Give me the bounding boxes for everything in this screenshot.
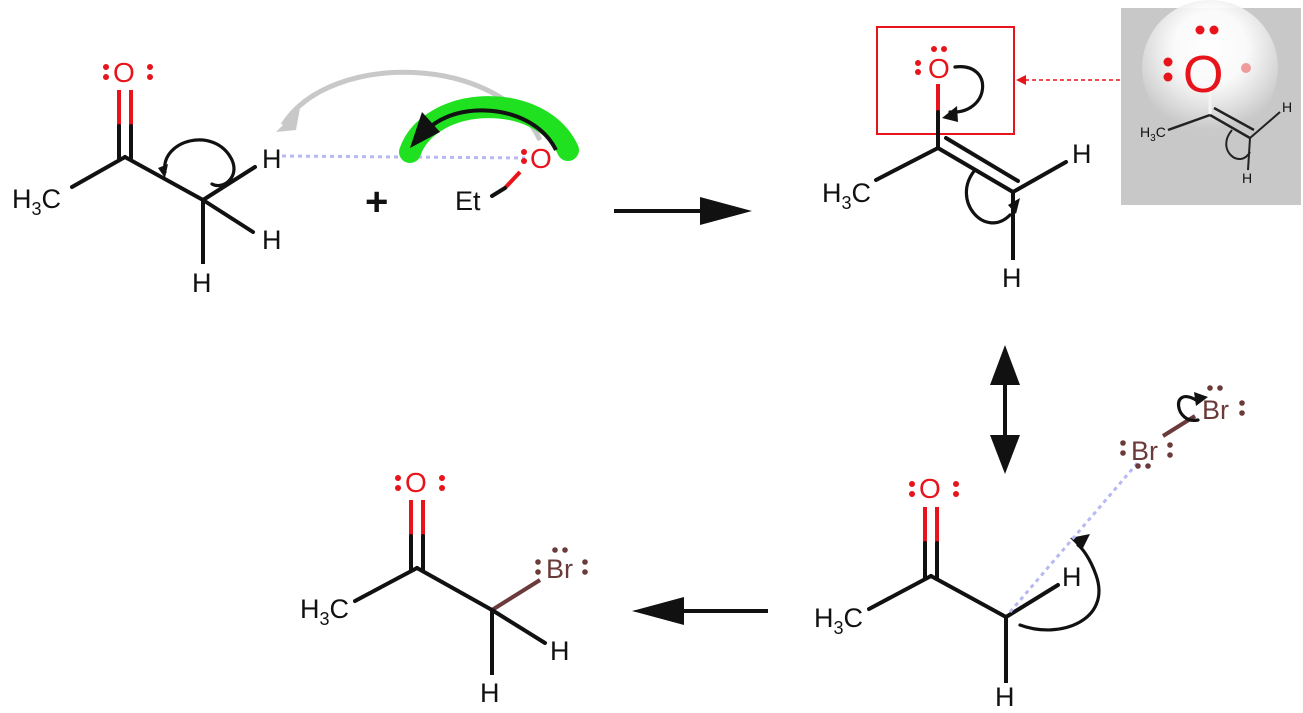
- bromine-label: Br: [1202, 395, 1229, 425]
- oxygen-label: O: [919, 473, 941, 504]
- h-label: H: [1072, 139, 1092, 169]
- oxygen-label: O: [530, 143, 552, 174]
- h-label: H: [1062, 562, 1082, 592]
- structure-alpha-bromoketone[interactable]: O H3C Br H H: [300, 467, 588, 708]
- curved-arrow: [1177, 395, 1200, 422]
- methyl-label: H3C: [814, 603, 863, 638]
- reaction-arrow-left: [632, 597, 768, 625]
- curved-arrow: [948, 65, 985, 114]
- h-label: H: [995, 682, 1015, 712]
- h-label: H: [192, 268, 212, 298]
- curved-arrow: [163, 138, 236, 188]
- ethyl-label: Et: [455, 186, 481, 216]
- oxygen-label: O: [928, 53, 950, 84]
- structure-enolate-bromine[interactable]: O H3C H H Br Br: [814, 385, 1245, 712]
- structure-ketone-start[interactable]: O H3C H H H: [12, 57, 282, 298]
- oxygen-label: O: [405, 467, 427, 498]
- arrowhead: [158, 164, 168, 178]
- structure-enolate[interactable]: O H3C H H: [822, 26, 1092, 293]
- plus-sign: +: [365, 180, 388, 224]
- methyl-label: H3C: [300, 594, 349, 629]
- h-label: H: [1002, 263, 1022, 293]
- h-label: H: [480, 678, 500, 708]
- curved-arrow: [1018, 543, 1101, 632]
- reaction-arrow-right: [614, 197, 752, 225]
- methyl-label: H3C: [12, 184, 61, 219]
- structure-ethoxide[interactable]: O Et: [399, 96, 579, 216]
- gray-arrowhead: [276, 108, 300, 132]
- h-label: H: [550, 636, 570, 666]
- methyl-label: H3C: [822, 178, 871, 213]
- oxygen-label-zoomed: O: [1183, 46, 1223, 104]
- h-label: H: [1242, 170, 1252, 186]
- focus-box: [876, 26, 1015, 135]
- bromine-label: Br: [546, 554, 573, 584]
- zoom-inset-panel: O H3C H H: [1121, 0, 1301, 205]
- h-label: H: [262, 225, 282, 255]
- methyl-label-zoomed: H3C: [1140, 124, 1166, 144]
- curved-arrow: [964, 168, 1012, 225]
- alpha-h-label: H: [262, 144, 282, 174]
- h-label: H: [1282, 99, 1292, 115]
- bromine-interaction-dashed: [1008, 459, 1142, 613]
- bromine-label: Br: [1131, 436, 1158, 466]
- oxygen-label: O: [113, 57, 135, 88]
- resonance-arrow: [990, 345, 1020, 474]
- arrowhead: [410, 112, 440, 148]
